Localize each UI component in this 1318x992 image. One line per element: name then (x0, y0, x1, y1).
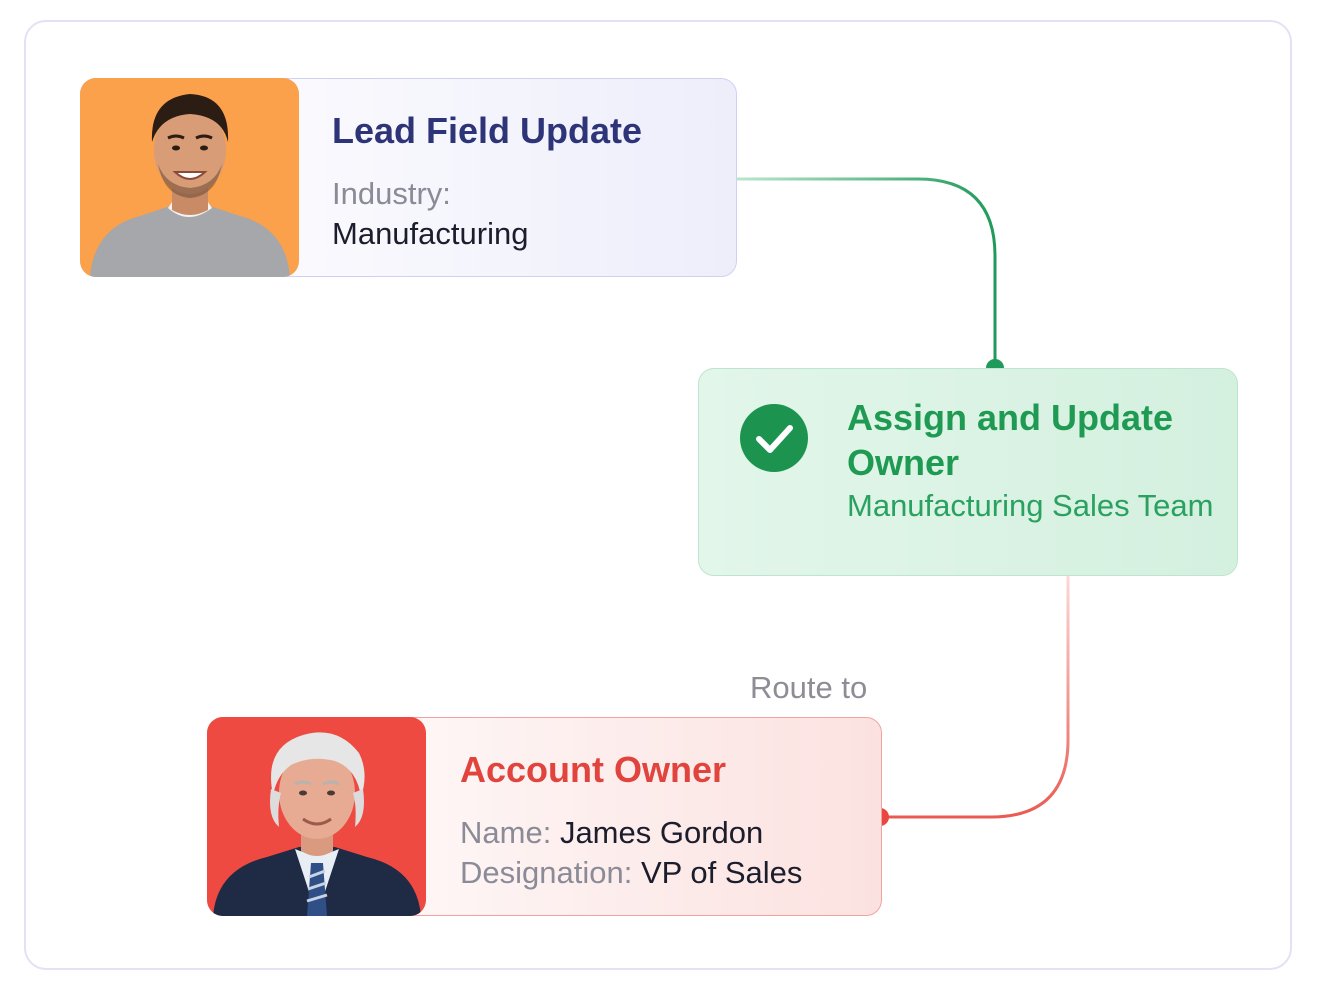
industry-value: Manufacturing (332, 216, 529, 251)
account-owner-card[interactable]: Account Owner Name: James Gordon Designa… (207, 717, 882, 916)
check-circle-icon (740, 404, 808, 472)
owner-designation-label: Designation: (460, 855, 633, 890)
owner-name-row: Name: James Gordon (460, 813, 763, 853)
assign-card-subtitle: Manufacturing Sales Team (847, 488, 1214, 523)
owner-card-title: Account Owner (460, 749, 727, 790)
route-to-label: Route to (750, 670, 868, 705)
industry-label: Industry: (332, 176, 451, 211)
lead-card-title: Lead Field Update (332, 110, 643, 151)
owner-name-value: James Gordon (559, 815, 764, 850)
assign-update-owner-card[interactable]: Assign and Update Owner Manufacturing Sa… (698, 368, 1238, 576)
smiling-man-photo (80, 78, 299, 277)
senior-man-photo (207, 717, 426, 916)
assign-to-owner-connector (880, 576, 1070, 819)
assign-card-title: Assign and Update Owner (847, 397, 1174, 483)
owner-designation-value: VP of Sales (640, 855, 803, 890)
owner-name-label: Name: (460, 815, 552, 850)
owner-designation-row: Designation: VP of Sales (460, 853, 802, 893)
lead-to-assign-connector (737, 177, 997, 368)
lead-field-update-card[interactable]: Lead Field Update Industry: Manufacturin… (80, 78, 737, 277)
